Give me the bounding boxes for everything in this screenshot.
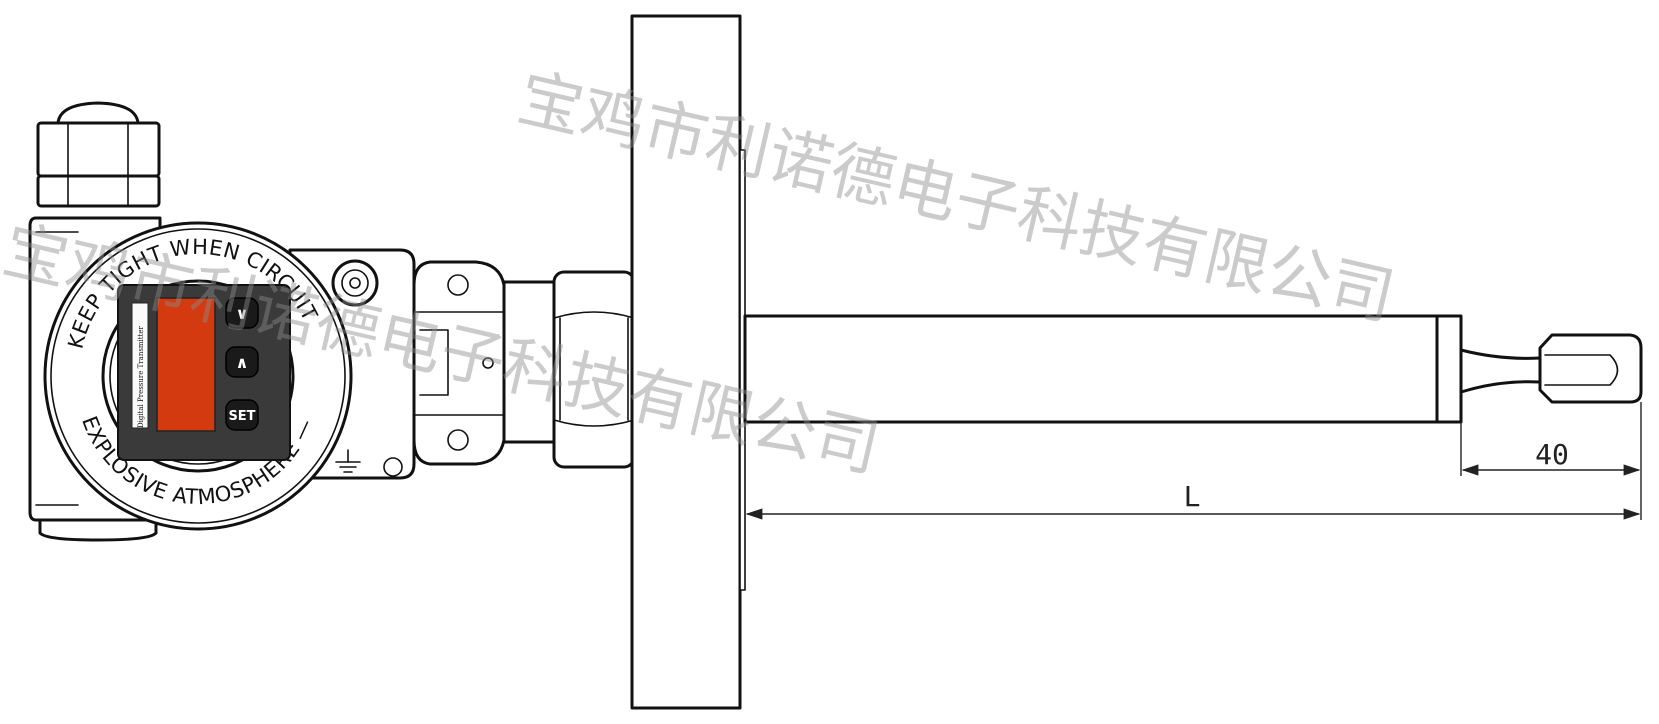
digital-display: Digital Pressure Transmitter ∨ ∧ SET [117,284,291,461]
down-key[interactable]: ∨ [225,297,259,329]
sensor-tip [1459,333,1643,404]
flange [630,14,746,710]
display-label: Digital Pressure Transmitter [137,325,145,428]
dimension-tip-length: 40 [1460,402,1642,520]
dimension-label-L: L [1184,480,1201,513]
svg-text:SET: SET [228,409,255,424]
svg-text:∧: ∧ [236,353,249,372]
dimension-label-40: 40 [1535,438,1569,471]
display-screen [156,297,216,432]
ground-symbol-icon [335,449,361,473]
probe-tube [743,314,1463,424]
cable-gland [36,101,161,208]
svg-text:∨: ∨ [236,304,249,323]
set-key[interactable]: SET [225,399,259,431]
dimension-insertion-length: L [745,480,1641,520]
up-key[interactable]: ∧ [225,346,259,378]
